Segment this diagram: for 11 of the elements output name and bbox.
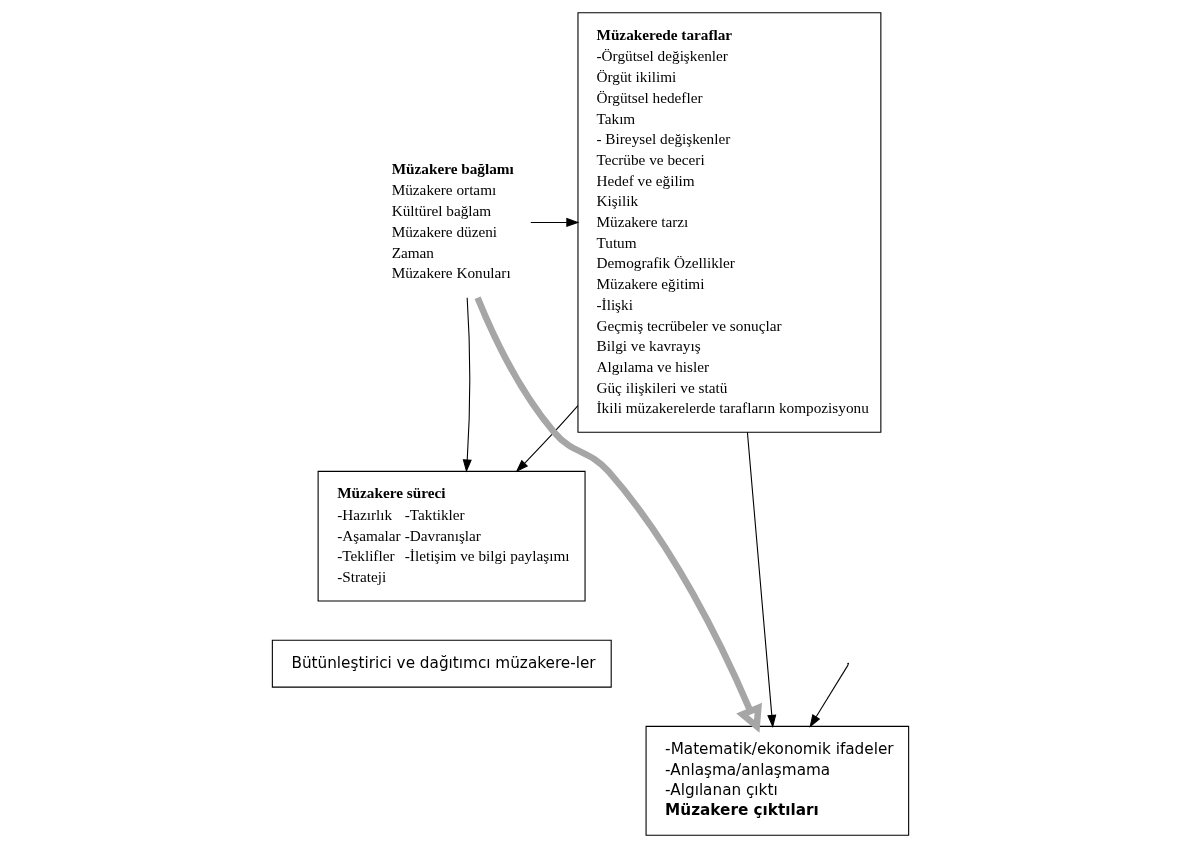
node-box: Bütünleştirici ve dağıtımcı müzakere-ler (271, 639, 612, 688)
node-box: -Matematik/ekonomik ifadeler -Anlaşma/anlaşmama -Algılanan çıktı Müzakere çıktıları (645, 725, 909, 836)
arrow (746, 431, 776, 728)
node-text: Müzakere bağlamı Müzakere ortamı Kültürel bağlam Müzakere düzeni Zaman Müzakere Konuları (391, 159, 514, 282)
arrow (515, 405, 578, 473)
node-box: Müzakerede taraflar -Örgütsel değişkenler Örgüt ikilimi Örgütsel hedefler Takım - Bireysel değişkenler Tecrübe ve beceri Hedef ve eğilim Kişilik Müzakere tarzı Tutum Demografik Özellikler Müzakere eğitimi -İlişki Geçmiş tecrübeler ve sonuçlar Bilgi ve kavrayış Algılama ve hisler Güç ilişkileri ve statü İkili müzakerelerde tarafların kompozisyonu (576, 12, 881, 433)
arrow (529, 217, 579, 227)
arrow (808, 664, 849, 728)
arrow (462, 297, 472, 473)
arrow (474, 296, 762, 733)
node-box: Müzakere süreci -Hazırlık -Taktikler -Aşamalar -Davranışlar -Teklifler -İletişim ve bilgi paylaşımı -Strateji (317, 470, 586, 602)
